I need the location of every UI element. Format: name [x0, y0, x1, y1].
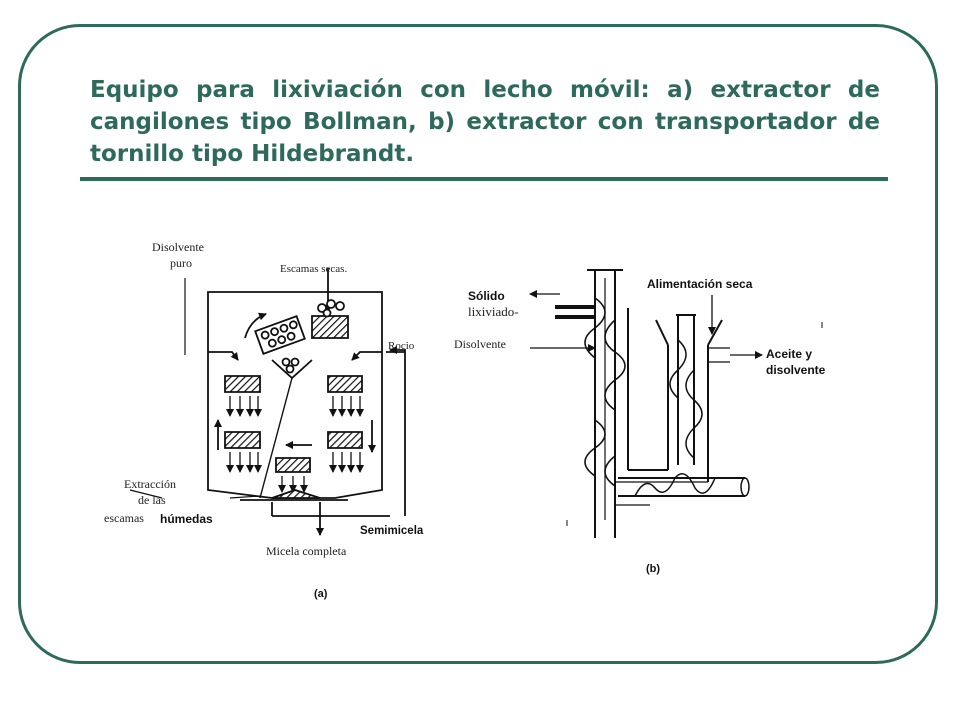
figure-b-hildebrandt [529, 269, 823, 538]
slide-frame [18, 24, 938, 664]
label-semimicela: Semimicela [360, 525, 424, 537]
label-extraccion-3: escamas [104, 511, 144, 525]
label-aceite-2: disolvente [766, 363, 826, 377]
label-alimentacion-seca: Alimentación seca [647, 277, 753, 291]
label-disolvente: Disolvente [454, 337, 506, 351]
label-aceite-1: Aceite y [766, 347, 812, 361]
caption-b: (b) [646, 563, 660, 575]
label-extraccion-1: Extracción [124, 477, 176, 491]
label-extraccion-2: de las [138, 493, 166, 507]
label-disolvente-puro-1: Disolvente [152, 240, 204, 254]
label-escamas-secas: Escamas secas. [280, 263, 347, 275]
label-disolvente-puro-2: puro [170, 256, 192, 270]
label-lixiviado: lixiviado- [468, 304, 519, 319]
bollman-shell [207, 291, 383, 499]
label-humedas: húmedas [160, 512, 213, 526]
figure-a-bollman [129, 268, 406, 536]
caption-a: (a) [314, 588, 328, 600]
title-divider [80, 177, 888, 181]
label-solido: Sólido [468, 289, 505, 303]
extractor-diagrams: Disolvente puro Escamas secas. Rocio Ext… [104, 240, 826, 600]
label-rocio: Rocio [388, 340, 415, 352]
slide-title: Equipo para lixiviación con lecho móvil:… [90, 77, 880, 167]
label-micela-completa: Micela completa [266, 544, 347, 558]
